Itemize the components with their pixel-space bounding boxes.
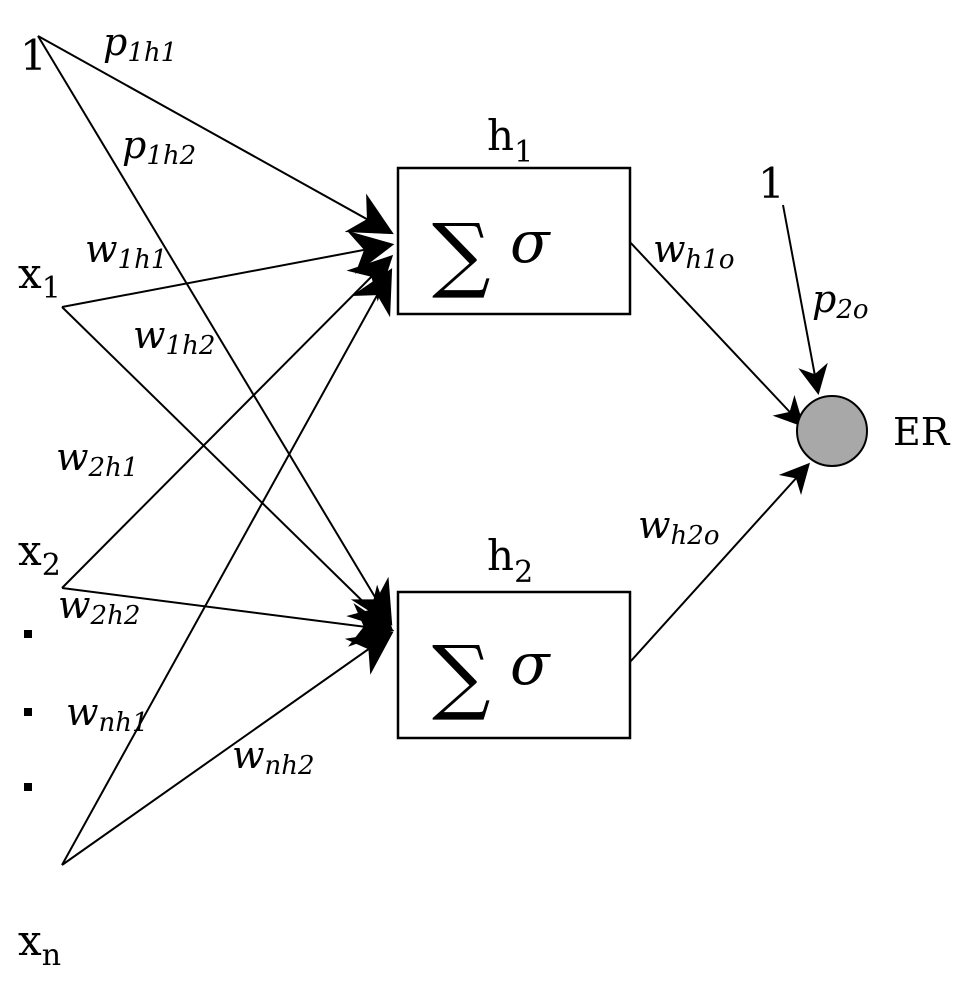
edge-bias-h1 xyxy=(37,35,394,235)
input-x1-label: x1 xyxy=(18,249,61,306)
edge-xn-h1 xyxy=(61,268,393,866)
ellipsis-dot xyxy=(24,630,32,638)
edge-x1-h1 xyxy=(61,230,395,308)
weight-label-w2h2: w2h2 xyxy=(58,583,140,631)
input-bias-label: 1 xyxy=(20,31,47,80)
input-x2-label: x2 xyxy=(18,526,61,583)
weight-label-w2h1: w2h1 xyxy=(56,435,138,483)
activation-symbol: σ xyxy=(510,630,551,698)
hidden-label-h2: h2 xyxy=(487,531,533,590)
hidden-label-h1: h1 xyxy=(487,111,533,170)
edge-bias-output xyxy=(782,204,828,395)
weight-label-wnh1: wnh1 xyxy=(66,690,149,738)
edge-x2-h2 xyxy=(61,587,395,647)
weight-label-wh2o: wh2o xyxy=(638,503,719,551)
weight-label-p1h1: p1h1 xyxy=(103,20,177,68)
hidden-node-h1: ∑ σ xyxy=(396,166,632,316)
edge-x1-h2 xyxy=(61,306,394,632)
weight-label-p1h2: p1h2 xyxy=(122,123,196,171)
input-xn-label: xn xyxy=(18,916,61,973)
ellipsis-dot xyxy=(24,783,32,791)
weight-label-wh1o: wh1o xyxy=(653,227,734,275)
edge-h2-output xyxy=(629,462,811,663)
hidden-node-h2: ∑ σ xyxy=(396,590,632,740)
weight-label-w1h2: w1h2 xyxy=(133,313,215,361)
edge-xn-h2 xyxy=(61,631,394,866)
edge-bias-h2 xyxy=(37,35,393,626)
sigma-symbol: ∑ xyxy=(432,629,491,724)
weight-label-wnh2: wnh2 xyxy=(232,733,315,781)
ellipsis-dot xyxy=(24,708,32,716)
output-label: ER xyxy=(893,410,951,454)
edge-h1-output xyxy=(627,239,805,428)
output-node xyxy=(796,395,868,467)
sigma-symbol: ∑ xyxy=(432,207,491,302)
activation-symbol: σ xyxy=(510,208,551,276)
output-bias-label: 1 xyxy=(758,159,785,208)
edge-x2-h1 xyxy=(61,254,394,589)
weight-label-p2o: p2o xyxy=(812,277,869,325)
weight-label-w1h1: w1h1 xyxy=(85,227,167,275)
